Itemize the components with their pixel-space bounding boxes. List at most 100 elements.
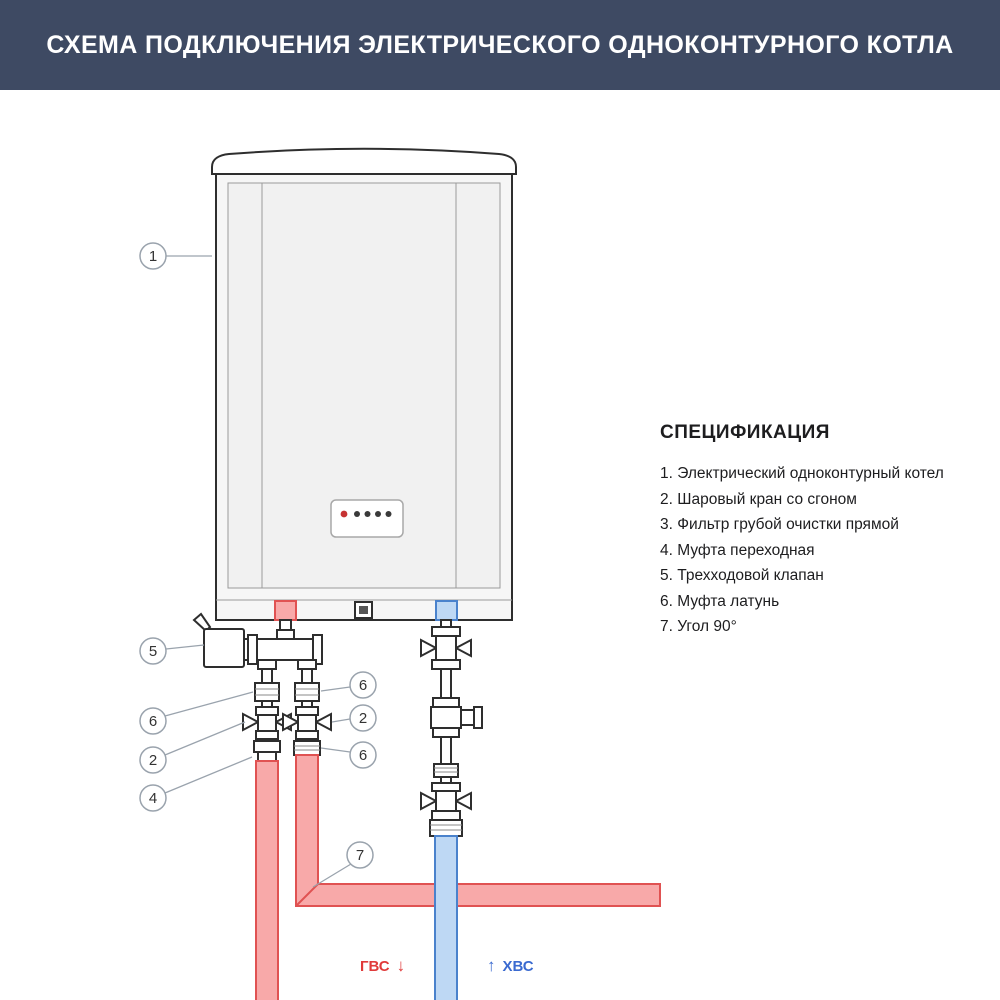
cold-pipe-vertical — [434, 835, 458, 1000]
spec-item-label: Электрический одноконтурный котел — [677, 465, 944, 482]
spec-item-number: 5. — [660, 567, 673, 584]
spec-item-label: Муфта латунь — [677, 592, 780, 610]
power-led — [340, 510, 348, 518]
spec-item-number: 6. — [660, 592, 673, 610]
valve-wing — [420, 791, 439, 811]
hot-side-fittings — [192, 612, 332, 762]
header: СХЕМА ПОДКЛЮЧЕНИЯ ЭЛЕКТРИЧЕСКОГО ОДНОКОН… — [0, 0, 1000, 90]
spec-item-label: Фильтр грубой очистки прямой — [677, 516, 899, 533]
brass-coupling — [429, 819, 463, 837]
hot-flow-text: ГВС — [360, 958, 390, 975]
svg-text:7: 7 — [356, 847, 364, 864]
hot-pipe-vertical — [255, 760, 279, 1000]
spec-item-number: 7. — [660, 618, 673, 635]
spec-item: 7. Угол 90° — [660, 614, 980, 640]
valve-nut — [431, 782, 461, 792]
spec-item-label: Шаровый кран со сгоном — [677, 490, 857, 508]
ball-valve — [282, 706, 332, 740]
spec-item: 5. Трехходовой клапан — [660, 563, 980, 589]
arrow-up-icon: ↑ — [487, 956, 496, 975]
boiler-top-cap — [211, 147, 517, 175]
specification-panel: СПЕЦИФИКАЦИЯ 1. Электрический одноконтур… — [660, 422, 980, 640]
drain-connector-core — [359, 606, 368, 614]
svg-text:6: 6 — [359, 677, 367, 694]
coupling-body — [433, 763, 459, 778]
callout-2-left: 2 — [139, 721, 246, 774]
hot-pipe-elbow-run — [295, 754, 661, 907]
valve-body — [257, 714, 277, 732]
nipple — [261, 668, 273, 684]
boiler-connection-diagram: 1 5 6 2 4 — [139, 147, 661, 1000]
cold-inlet-stub — [435, 600, 458, 621]
spec-item-number: 4. — [660, 541, 673, 559]
callouts: 1 5 6 2 4 — [139, 242, 377, 888]
adapter-top — [253, 740, 281, 753]
hot-column-right — [282, 668, 332, 756]
valve-wing — [453, 638, 472, 658]
elbow-miter-line — [295, 883, 319, 907]
indicator-dot — [375, 511, 381, 517]
filter-nut — [432, 727, 460, 738]
spec-item: 3. Фильтр грубой очистки прямой — [660, 512, 980, 538]
hot-flow-label: ГВС ↓ — [360, 956, 405, 976]
svg-text:2: 2 — [149, 752, 157, 769]
valve-outlet-nut — [297, 659, 317, 670]
svg-text:2: 2 — [359, 710, 367, 727]
svg-text:6: 6 — [149, 713, 157, 730]
cold-flow-text: ХВС — [502, 958, 534, 975]
valve-nut — [255, 706, 279, 716]
spec-item: 1. Электрический одноконтурный котел — [660, 461, 980, 487]
callout-7: 7 — [312, 841, 374, 888]
brass-coupling — [293, 740, 321, 756]
valve-nut — [247, 634, 258, 665]
coupling-body — [254, 682, 280, 702]
valve-nut — [295, 730, 319, 740]
reducing-adapter — [253, 740, 281, 762]
adapter-bottom — [257, 751, 277, 762]
filter-branch — [460, 709, 475, 726]
svg-text:4: 4 — [149, 790, 157, 807]
valve-inlet-nut — [276, 629, 295, 640]
svg-text:1: 1 — [149, 248, 157, 265]
spec-title: СПЕЦИФИКАЦИЯ — [660, 422, 830, 443]
hot-pipe-elbow — [295, 754, 661, 907]
spec-item: 6. Муфта латунь — [660, 589, 980, 615]
spec-item-label: Угол 90° — [677, 618, 737, 635]
valve-outlet-nut — [257, 659, 277, 670]
filter-cap — [473, 706, 483, 729]
drain-connector — [354, 601, 373, 619]
valve-wing — [282, 712, 301, 732]
arrow-down-icon: ↓ — [396, 956, 406, 975]
valve-body — [297, 714, 317, 732]
callout-6-mid-top: 6 — [320, 671, 377, 699]
svg-text:5: 5 — [149, 643, 157, 660]
svg-text:6: 6 — [359, 747, 367, 764]
indicator-dot — [354, 511, 360, 517]
spec-item-label: Муфта переходная — [677, 541, 815, 559]
nipple — [301, 668, 313, 684]
spec-item: 4. Муфта переходная — [660, 538, 980, 564]
valve-nut — [255, 730, 279, 740]
valve-actuator — [203, 628, 245, 668]
valve-wing — [313, 712, 332, 732]
callout-6-mid-bottom: 6 — [320, 741, 377, 769]
boiler — [211, 147, 517, 621]
indicator-dot — [385, 511, 392, 517]
control-panel — [330, 499, 404, 538]
hot-outlet-stub — [274, 600, 297, 621]
spec-item-number: 3. — [660, 516, 673, 533]
ball-valve — [420, 782, 472, 821]
coupling-body — [429, 819, 463, 837]
valve-body — [435, 635, 457, 661]
cold-side-fittings — [420, 619, 483, 837]
callout-2-mid: 2 — [331, 704, 377, 732]
valve-nut — [295, 706, 319, 716]
callout-4: 4 — [139, 756, 253, 812]
control-panel-face — [330, 499, 404, 538]
pipe-nipple — [440, 736, 452, 765]
valve-nut — [431, 810, 461, 821]
pipe-nipple — [440, 668, 452, 699]
valve-wing — [242, 712, 261, 732]
coupling-body — [294, 682, 320, 702]
